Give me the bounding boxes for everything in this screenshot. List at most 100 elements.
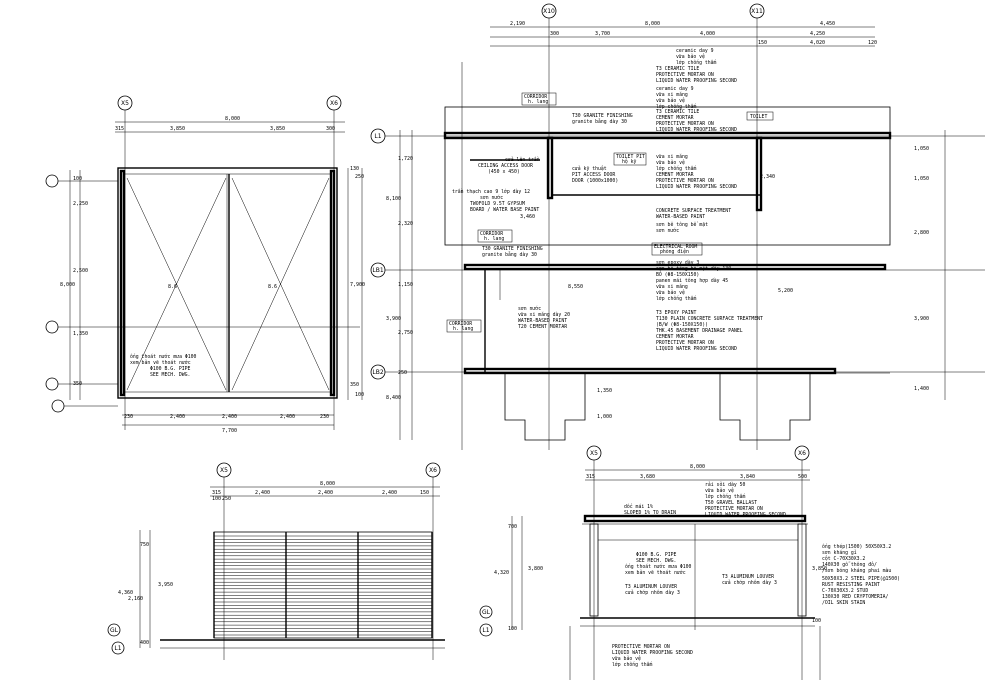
section-view: X10 X11 2,190 8,000 4,450 300 3,700 4,00… <box>370 3 985 450</box>
svg-text:2,400: 2,400 <box>382 490 397 496</box>
grid-label-x11: X11 <box>751 8 763 15</box>
plan-top-dim-3: 3,850 <box>270 126 285 132</box>
svg-text:5,200: 5,200 <box>778 288 793 294</box>
svg-text:lớp chống thấm: lớp chống thấm <box>656 103 697 110</box>
svg-text:T3 ALUMINUM LOUVER: T3 ALUMINUM LOUVER <box>722 574 774 580</box>
svg-text:BOARD / WATER BASE PAINT: BOARD / WATER BASE PAINT <box>470 207 539 213</box>
svg-text:granite bằng dày 30: granite bằng dày 30 <box>482 251 537 258</box>
note-granite-1: T30 GRANITE FINISHING granite bằng dày 3… <box>572 113 633 125</box>
svg-text:3,700: 3,700 <box>595 31 610 37</box>
svg-text:h. lang: h. lang <box>528 99 548 105</box>
plan-top-total: 8,000 <box>225 116 240 122</box>
svg-text:PROTECTIVE MORTAR ON: PROTECTIVE MORTAR ON <box>705 506 763 512</box>
svg-text:SLOPED 1% TO DRAIN: SLOPED 1% TO DRAIN <box>624 510 676 516</box>
svg-text:sơn epoxy dày 3: sơn epoxy dày 3 <box>656 259 699 266</box>
svg-text:BỎ (Φ8-150X150): BỎ (Φ8-150X150) <box>656 270 699 278</box>
svg-text:4,320: 4,320 <box>494 570 509 576</box>
note-finish-mid: vữa xi măng vữa bảo vệ lớp chống thấm CE… <box>656 154 737 190</box>
svg-text:vữa xi măng: vữa xi măng <box>656 154 688 160</box>
svg-text:Φ100 B.G. PIPE: Φ100 B.G. PIPE <box>636 552 677 558</box>
note-corridor-finish: sơn nước vữa xi măng dày 20 WATER-BASED … <box>518 305 570 330</box>
corridor-tag-3: CORRIDOR h. lang <box>446 319 482 333</box>
svg-text:2,400: 2,400 <box>318 490 333 496</box>
plan-left-total: 8,000 <box>60 282 75 288</box>
svg-text:LIQUID WATER PROOFING SECOND: LIQUID WATER PROOFING SECOND <box>656 127 737 133</box>
svg-text:4,000: 4,000 <box>700 31 715 37</box>
svg-text:T130 PLAIN CONCRETE SURFACE TR: T130 PLAIN CONCRETE SURFACE TREATMENT <box>656 316 763 322</box>
svg-text:sơn nước: sơn nước <box>656 227 679 234</box>
svg-text:trần thạch cao 9 lớp dày 12: trần thạch cao 9 lớp dày 12 <box>452 188 530 195</box>
corridor-tag-2: CORRIDOR h. lang <box>477 229 513 243</box>
svg-text:230: 230 <box>320 414 329 420</box>
svg-text:xem bản vẽ thoát nước: xem bản vẽ thoát nước <box>130 359 191 366</box>
svg-text:100: 100 <box>812 618 821 624</box>
note-electrical-room: sơn epoxy dày 3 sơn bê tông bề mặt dày 1… <box>656 259 763 352</box>
note-ceiling-door: cửa lên trần CEILING ACCESS DOOR (450 x … <box>478 156 540 175</box>
svg-text:PROTECTIVE MORTAR ON: PROTECTIVE MORTAR ON <box>612 644 670 650</box>
louver-slats <box>213 532 433 638</box>
plan-pipe-note: ống thoát nước mưa Φ100 xem bản vẽ thoát… <box>130 353 197 378</box>
svg-text:vữa bảo vệ: vữa bảo vệ <box>656 97 685 104</box>
note-concrete: CONCRETE SURFACE TREATMENT WATER-BASED P… <box>656 208 731 234</box>
svg-text:sơn bê tông bề mặt: sơn bê tông bề mặt <box>656 221 708 228</box>
svg-text:sơn nước: sơn nước <box>518 305 541 312</box>
svg-text:2,190: 2,190 <box>510 21 525 27</box>
svg-text:130: 130 <box>350 166 359 172</box>
svg-text:vữa xi măng: vữa xi măng <box>656 92 688 98</box>
svg-text:3,460: 3,460 <box>520 214 535 220</box>
svg-text:50X50X3.2 STEEL PIPE(@1500): 50X50X3.2 STEEL PIPE(@1500) <box>822 576 900 582</box>
svg-text:cửa chớp nhôm dày 3: cửa chớp nhôm dày 3 <box>625 589 680 596</box>
svg-text:PROTECTIVE MORTAR ON: PROTECTIVE MORTAR ON <box>656 121 714 127</box>
svg-text:1,150: 1,150 <box>398 282 413 288</box>
svg-text:3,680: 3,680 <box>640 474 655 480</box>
svg-text:lớp chống thấm: lớp chống thấm <box>705 493 746 500</box>
svg-text:WATER-BASED PAINT: WATER-BASED PAINT <box>518 318 567 324</box>
svg-text:T3 CERAMIC TILE: T3 CERAMIC TILE <box>656 66 699 72</box>
svg-text:C-70X30X3.2 STUD: C-70X30X3.2 STUD <box>822 588 868 594</box>
grid-label-x5: X5 <box>121 100 129 107</box>
plan-top-dim-1: 315 <box>115 126 124 132</box>
svg-text:panen mái tông hợp dày 45: panen mái tông hợp dày 45 <box>656 277 728 284</box>
plan-outline <box>117 167 338 399</box>
svg-text:T20 CEMENT MORTAR: T20 CEMENT MORTAR <box>518 324 567 330</box>
svg-text:CEMENT MORTAR: CEMENT MORTAR <box>656 334 694 340</box>
svg-text:ceramic day 9: ceramic day 9 <box>676 48 714 54</box>
svg-text:cửa kỹ thuật: cửa kỹ thuật <box>572 165 607 172</box>
svg-text:2,400: 2,400 <box>222 414 237 420</box>
svg-text:ceramic day 9: ceramic day 9 <box>656 86 694 92</box>
svg-text:3,900: 3,900 <box>386 316 401 322</box>
note-granite-2: T30 GRANITE FINISHING granite bằng dày 3… <box>482 246 543 258</box>
svg-text:2,340: 2,340 <box>760 174 775 180</box>
note-pit-door: cửa kỹ thuật PIT ACCESS DOOR DOOR (1000x… <box>572 165 618 184</box>
plan-view: X5 X6 8,000 315 3,850 3,850 300 8.6 8.6 … <box>45 95 365 434</box>
svg-text:CORRIDOR: CORRIDOR <box>449 321 472 327</box>
detail-view: X5 X6 8,000 315 3,680 3,840 500 700 3,80… <box>479 445 900 680</box>
svg-text:100: 100 <box>212 496 221 502</box>
svg-text:vữa bảo vệ: vữa bảo vệ <box>705 487 734 494</box>
level-label-l1: L1 <box>374 133 381 140</box>
level-label-l1-elev: L1 <box>114 645 121 652</box>
svg-text:2,400: 2,400 <box>255 490 270 496</box>
grid-label-elev-x6: X6 <box>429 467 437 474</box>
svg-text:SEE MECH. DWG.: SEE MECH. DWG. <box>636 558 676 564</box>
svg-text:LIQUID WATER PROOFING SECOND: LIQUID WATER PROOFING SECOND <box>656 184 737 190</box>
corridor-tag-1: CORRIDOR h. lang <box>521 92 557 106</box>
note-gypsum-board: trần thạch cao 9 lớp dày 12 sơn nước TWO… <box>452 188 539 213</box>
svg-text:250: 250 <box>355 174 364 180</box>
svg-text:lớp chống thấm: lớp chống thấm <box>656 295 697 302</box>
svg-text:granite bằng dày 30: granite bằng dày 30 <box>572 118 627 125</box>
svg-text:350: 350 <box>73 381 82 387</box>
svg-text:8,400: 8,400 <box>386 395 401 401</box>
svg-text:cửa chớp nhôm dày 3: cửa chớp nhôm dày 3 <box>722 579 777 586</box>
svg-text:CEILING ACCESS DOOR: CEILING ACCESS DOOR <box>478 163 533 169</box>
svg-text:8,000: 8,000 <box>645 21 660 27</box>
svg-text:4,020: 4,020 <box>810 40 825 46</box>
svg-text:vữa bảo vệ: vữa bảo vệ <box>676 53 705 60</box>
plan-top-dim-4: 300 <box>326 126 335 132</box>
svg-text:cột C-70X30X3.2: cột C-70X30X3.2 <box>822 555 865 562</box>
svg-text:8,000: 8,000 <box>690 464 705 470</box>
svg-text:8,550: 8,550 <box>568 284 583 290</box>
note-steel-pipe: ống thép(1500) 50X50X3.2 sơn kháng gỉ cộ… <box>822 543 900 606</box>
note-drain-pipe: Φ100 B.G. PIPE SEE MECH. DWG. ống thoát … <box>625 552 692 576</box>
svg-text:1,720: 1,720 <box>398 156 413 162</box>
